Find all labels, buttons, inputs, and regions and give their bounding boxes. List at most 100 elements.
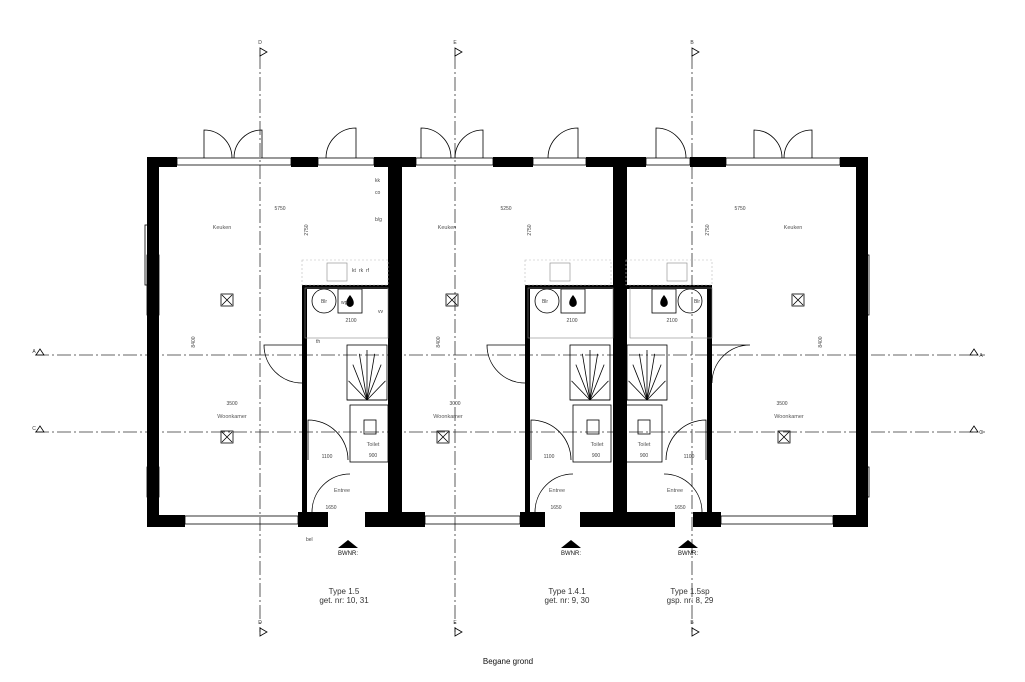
garden-door [753, 129, 813, 159]
grid-label: D [258, 40, 262, 46]
wall-corner [147, 515, 185, 527]
ceiling-light-icon [220, 293, 234, 307]
grid-marker-flag [969, 425, 979, 433]
stair-tread [571, 380, 591, 401]
dimension-label: 1100 [544, 454, 555, 460]
dimension-label: 2100 [345, 318, 356, 324]
ceiling-light-icon [446, 294, 458, 306]
window [424, 515, 521, 525]
symbol-label: co [375, 190, 381, 196]
grid-marker-flag [454, 627, 463, 637]
toilet-bowl [363, 419, 377, 435]
grid-marker-flag [259, 627, 268, 637]
kitchen-counter [301, 259, 389, 286]
dimension-label: 1100 [684, 454, 695, 460]
stair-tread [589, 353, 599, 401]
boiler-label: Blr [542, 299, 548, 305]
entrance-marker-label: BWNR: [678, 551, 698, 557]
wall-pier [365, 512, 425, 527]
window [176, 157, 292, 166]
dimension-label: 900 [640, 453, 649, 459]
wall-pier [520, 512, 545, 527]
room-label-living: Woonkamer [774, 414, 804, 420]
flame-icon [346, 295, 354, 307]
grid-marker-flag [969, 348, 979, 356]
grid-label: D [258, 620, 262, 626]
room-label-toilet: Toilet [367, 442, 380, 448]
ceiling-light-icon [221, 294, 233, 306]
grid-lines [35, 55, 985, 632]
utility-room [304, 287, 389, 339]
stair-tread [575, 364, 591, 401]
stair-tread [632, 364, 648, 401]
room-label-toilet: Toilet [638, 442, 651, 448]
dimension-label: 2750 [527, 224, 533, 235]
drawing-title: Begane grond [483, 657, 533, 666]
dimension-label: 900 [592, 453, 601, 459]
dimension-label: 1650 [674, 505, 685, 511]
core-wall [707, 285, 712, 515]
wall-pier [580, 512, 675, 527]
dimension-label: 3500 [776, 401, 787, 407]
window [146, 254, 160, 316]
grid-label: A [32, 349, 36, 355]
grid-label: C [979, 430, 983, 436]
toilet-room [349, 404, 389, 463]
window [856, 254, 870, 316]
unit-numbers-label: get. nr: 9, 30 [545, 596, 590, 605]
front-door-swing [534, 473, 574, 513]
party-wall [388, 157, 402, 527]
boiler-symbol [534, 288, 560, 314]
room-label-living: Woonkamer [217, 414, 247, 420]
kitchen-counter [524, 259, 612, 286]
grid-marker-flag [35, 425, 45, 433]
dimension-label: 2750 [304, 224, 310, 235]
dimension-label: 3500 [226, 401, 237, 407]
stair-tread [366, 380, 386, 401]
dimension-label: 900 [369, 453, 378, 459]
entrance-marker-label: BWNR: [338, 551, 358, 557]
flame-icon [660, 295, 668, 307]
plan-labels: KeukenWoonkamerToiletEntreeBlr5750275084… [191, 178, 824, 605]
stair-tread [366, 353, 376, 401]
wall-corner [840, 157, 868, 167]
door-swing [486, 344, 526, 384]
ceiling-light-icon [777, 430, 791, 444]
door-swing [263, 344, 303, 384]
room-label-toilet: Toilet [591, 442, 604, 448]
window [645, 157, 691, 166]
ceiling-light-icon [437, 431, 449, 443]
heater-unit [337, 288, 363, 314]
entrance-arrow-icon [338, 540, 358, 548]
dimension-label: 1650 [550, 505, 561, 511]
dimension-label: 1100 [322, 454, 333, 460]
wall-pier [493, 157, 533, 167]
entrance-arrow-icon [678, 540, 698, 548]
grid-label: E [453, 620, 457, 626]
grid-marker-flag [691, 47, 700, 57]
entrance-marker-label: BWNR: [561, 551, 581, 557]
door-swing [530, 419, 572, 461]
hob-icon [549, 262, 571, 282]
wall-left [147, 157, 159, 527]
garden-door [203, 129, 263, 159]
core-wall [302, 285, 388, 289]
boiler-label: Blr [694, 299, 700, 305]
hob-icon [666, 262, 688, 282]
grid-label: B [690, 40, 694, 46]
entrance-arrow-icon [561, 540, 581, 548]
ceiling-light-icon [792, 294, 804, 306]
door-swing [307, 419, 349, 461]
window [317, 157, 375, 166]
boiler-symbol [311, 288, 337, 314]
core-wall [627, 285, 712, 289]
door-swing [711, 344, 751, 384]
window [856, 466, 870, 498]
room-label-entry: Entree [334, 488, 350, 494]
window [532, 157, 587, 166]
grid-marker-flag [259, 47, 268, 57]
room-label-kitchen: Keuken [213, 225, 232, 231]
dimension-label: 2750 [705, 224, 711, 235]
stair-tread [581, 353, 591, 401]
